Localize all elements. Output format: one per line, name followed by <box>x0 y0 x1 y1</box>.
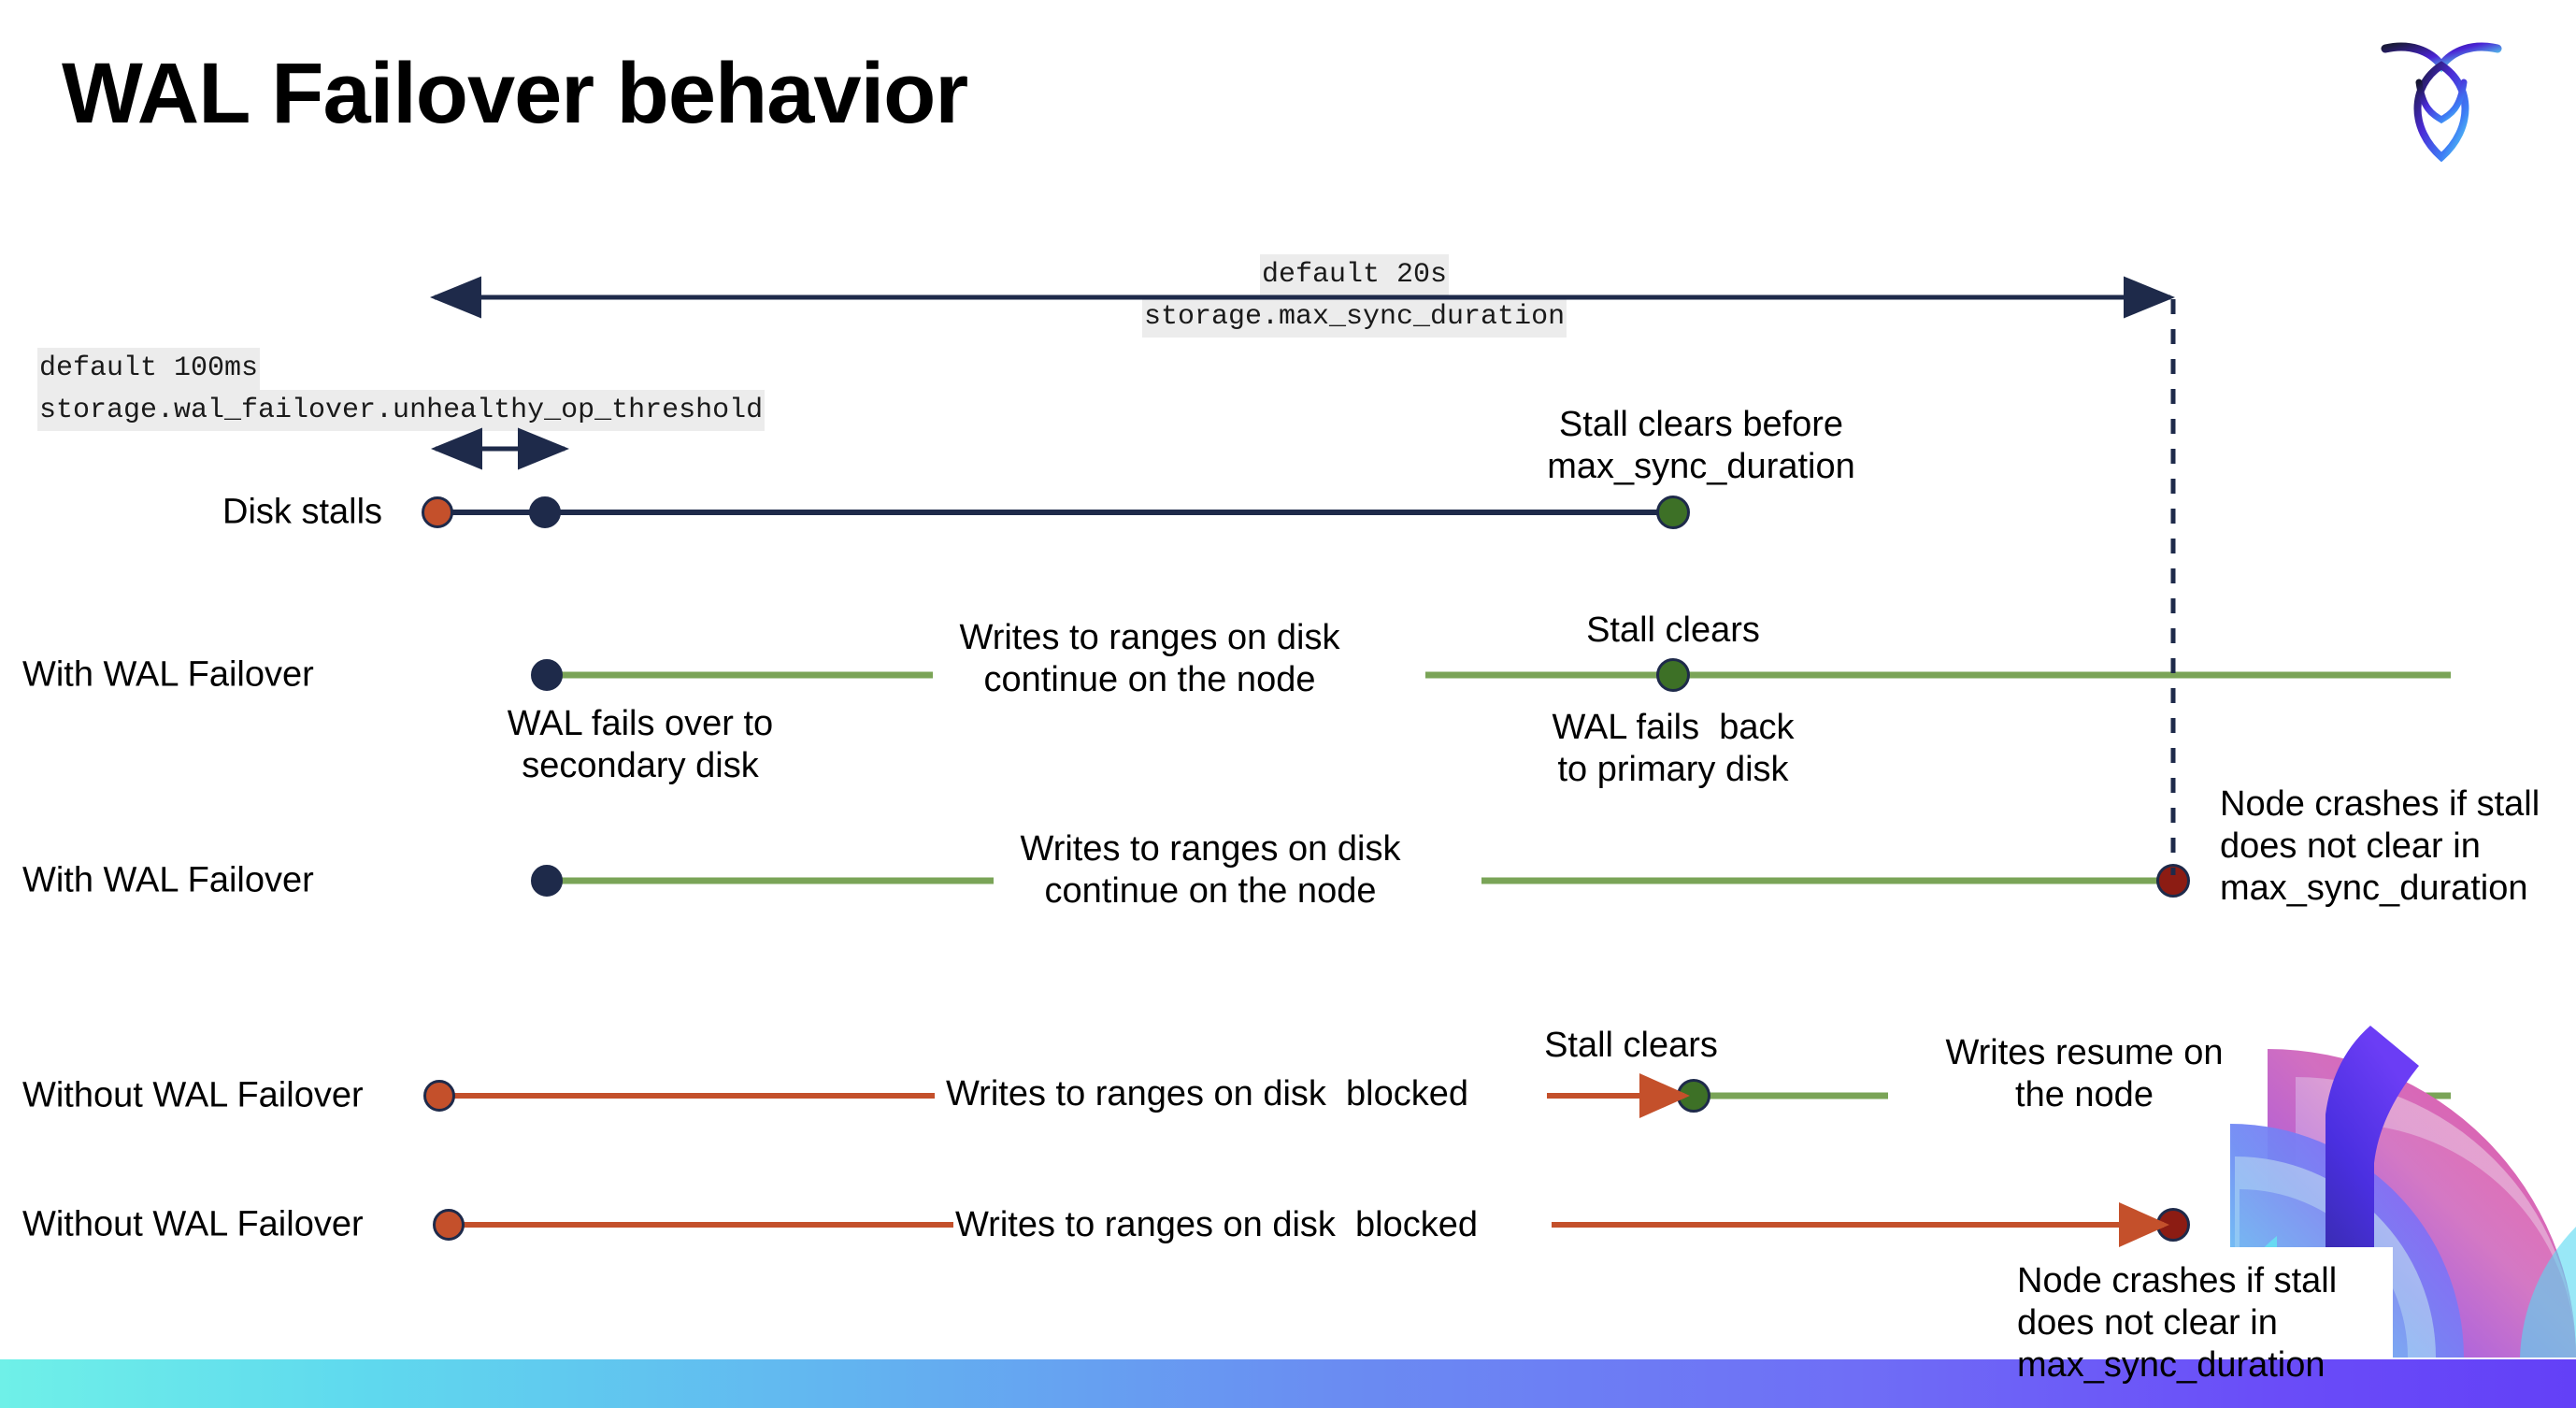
callout-writes-continue-1: Writes to ranges on disk continue on the… <box>959 618 1340 699</box>
annotation-unhealthy-setting: storage.wal_failover.unhealthy_op_thresh… <box>37 389 766 432</box>
callout-wal-fails-back: WAL fails back to primary disk <box>1552 708 1795 789</box>
callout-node-crashes-1: Node crashes if stall does not clear in … <box>2220 784 2540 908</box>
wal-failover-2-start-dot <box>531 865 563 897</box>
callout-stall-clears-2: Stall clears <box>1544 1026 1718 1065</box>
row-label-without-wal-failover-1: Without WAL Failover <box>22 1075 364 1115</box>
cockroachdb-logo <box>2376 28 2507 168</box>
annotation-max-sync-setting: storage.max_sync_duration <box>1142 295 1567 338</box>
page-title: WAL Failover behavior <box>62 46 968 141</box>
disk-stalls-timeline <box>437 510 1671 515</box>
callout-wal-fails-over: WAL fails over to secondary disk <box>507 704 774 785</box>
wal-failover-2-line-left <box>545 877 994 884</box>
disk-stalls-failover-dot <box>529 496 561 528</box>
callout-stall-clears-1: Stall clears <box>1586 611 1760 650</box>
without-failover-1-start-dot <box>423 1080 455 1112</box>
row-label-disk-stalls: Disk stalls <box>222 492 383 532</box>
callout-writes-continue-2: Writes to ranges on disk continue on the… <box>1020 829 1401 911</box>
annotation-unhealthy-default: default 100ms <box>37 348 261 390</box>
without-failover-2-start-dot <box>433 1209 465 1241</box>
disk-stalls-clear-dot <box>1656 496 1690 529</box>
without-failover-2-line-left <box>449 1222 953 1228</box>
row-label-with-wal-failover-1: With WAL Failover <box>22 654 314 695</box>
wal-failover-1-line-right <box>1425 671 2451 679</box>
bottom-gradient-bar <box>0 1359 2576 1408</box>
callout-writes-blocked-2: Writes to ranges on disk blocked <box>955 1205 1479 1244</box>
callout-writes-blocked-1: Writes to ranges on disk blocked <box>946 1074 1469 1113</box>
row-label-with-wal-failover-2: With WAL Failover <box>22 860 314 900</box>
wal-failover-1-line-left <box>545 671 933 679</box>
annotation-unhealthy-op-threshold: default 100ms storage.wal_failover.unhea… <box>37 348 766 432</box>
annotation-max-sync-duration: default 20s storage.max_sync_duration <box>1142 254 1567 338</box>
annotation-max-sync-default: default 20s <box>1260 254 1450 296</box>
without-failover-1-line-right <box>1701 1092 1888 1099</box>
wal-failover-1-clear-dot <box>1656 658 1690 692</box>
callout-node-crashes-2: Node crashes if stall does not clear in … <box>2017 1261 2338 1385</box>
without-failover-1-line-left <box>439 1093 935 1099</box>
wal-failover-2-line-right <box>1481 877 2173 884</box>
callout-writes-resume: Writes resume on the node <box>1945 1033 2224 1114</box>
callout-stall-clears-before: Stall clears before max_sync_duration <box>1547 405 1855 486</box>
disk-stalls-start-dot <box>422 496 453 528</box>
without-failover-1-clear-dot <box>1677 1079 1710 1113</box>
row-label-without-wal-failover-2: Without WAL Failover <box>22 1204 364 1244</box>
wal-failover-2-crash-dot <box>2156 864 2190 898</box>
wal-failover-1-start-dot <box>531 659 563 691</box>
